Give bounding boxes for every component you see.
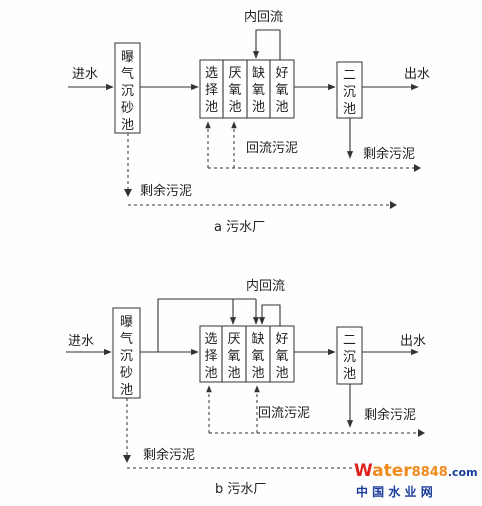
clarifier-box [336,326,363,385]
vertical-char: 好 [275,66,288,81]
outlet-label: 出水 [404,67,430,82]
return-sludge-arrowhead [414,164,421,172]
selector-tank-label: 选择池 [204,332,217,381]
vertical-char: 二 [343,68,356,83]
watermark-w: W [354,461,373,481]
inlet-label: 进水 [68,334,94,349]
vertical-char: 池 [204,366,217,381]
grit-sludge-line-arrowhead [390,201,397,209]
excess-sludge-label-left: 剩余污泥 [140,183,192,199]
watermark-ater: ater [372,461,412,481]
vertical-char: 池 [343,102,356,117]
aerobic-tank-label: 好氧池 [275,66,288,115]
clarifier-box [336,61,363,119]
vertical-char: 砂 [121,101,134,116]
vertical-char: 二 [343,333,356,348]
vertical-char: 氧 [227,349,240,364]
outlet-label: 出水 [400,334,426,349]
vertical-char: 厌 [228,66,241,81]
excess-sludge-label-right: 剩余污泥 [364,407,416,423]
vertical-char: 择 [205,83,218,98]
feed-split-line [157,298,256,352]
vertical-char: 氧 [252,83,265,98]
anaerobic-tank-label: 厌氧池 [228,66,241,115]
internal-recycle-arrow [258,304,281,326]
vertical-char: 选 [204,332,217,347]
excess-sludge-label-left: 剩余污泥 [143,447,195,463]
internal-recycle-arrow [252,29,281,60]
vertical-char: 氧 [275,349,288,364]
caption-a: a 污水厂 [214,220,265,235]
vertical-char: 池 [120,383,133,398]
vertical-char: 池 [252,100,265,115]
vertical-char: 沉 [343,85,356,100]
vertical-char: 池 [275,100,288,115]
grit-sludge-arrowhead [124,189,132,197]
vertical-char: 池 [227,366,240,381]
grit-sludge-arrowhead [123,455,131,463]
aerobic-tank-label: 好氧池 [275,332,288,381]
vertical-char: 曝 [120,315,133,330]
vertical-char: 氧 [228,83,241,98]
grit-chamber-label: 曝气沉砂池 [121,50,134,133]
caption-b: b 污水厂 [215,482,266,497]
watermark-cn: 中 国 水 业 网 [356,484,433,499]
vertical-char: 池 [205,100,218,115]
clarifier-label: 二沉池 [343,333,356,382]
return-sludge-label: 回流污泥 [258,406,310,421]
anaerobic-tank-label: 厌氧池 [227,332,240,381]
diagram-a: 进水 曝气沉砂池 选择池 厌氧池 缺氧池 好氧池 内回流 二沉池 出水 剩余污泥… [68,9,430,235]
vertical-char: 氧 [275,83,288,98]
vertical-char: 氧 [251,349,264,364]
vertical-char: 曝 [121,50,134,65]
vertical-char: 气 [121,66,134,82]
vertical-char: 气 [120,331,133,347]
diagram-b: 进水 曝气沉砂池 选择池 厌氧池 缺氧池 好氧池 内回流 二沉池 出水 [66,278,426,497]
inlet-label: 进水 [72,67,98,82]
watermark-digits: 8848 [412,465,448,480]
vertical-char: 选 [205,66,218,81]
vertical-char: 好 [275,332,288,347]
excess-sludge-label-right: 剩余污泥 [363,146,415,162]
watermark-brand: Water8848.com [354,461,478,481]
return-sludge-label: 回流污泥 [246,141,298,156]
vertical-char: 池 [228,100,241,115]
watermark-logo: Water8848.com 中 国 水 业 网 [354,461,478,499]
vertical-char: 择 [204,349,217,364]
vertical-char: 池 [275,366,288,381]
vertical-char: 砂 [120,366,133,381]
vertical-char: 沉 [120,349,133,364]
watermark-suffix: .com [448,466,478,479]
selector-tank-label: 选择池 [205,66,218,115]
clarifier-label: 二沉池 [343,68,356,117]
vertical-char: 厌 [227,332,240,347]
grit-chamber-label: 曝气沉砂池 [120,315,133,398]
internal-recycle-label: 内回流 [244,9,283,25]
vertical-char: 沉 [121,84,134,99]
vertical-char: 池 [121,118,134,133]
return-sludge-arrowhead [418,429,425,437]
anoxic-tank-label: 缺氧池 [251,332,264,381]
vertical-char: 池 [251,366,264,381]
vertical-char: 沉 [343,350,356,365]
vertical-char: 缺 [251,332,264,347]
vertical-char: 池 [343,367,356,382]
reactor-outline [199,325,295,383]
anoxic-tank-label: 缺氧池 [252,66,265,115]
internal-recycle-label: 内回流 [246,278,285,294]
vertical-char: 缺 [252,66,265,81]
